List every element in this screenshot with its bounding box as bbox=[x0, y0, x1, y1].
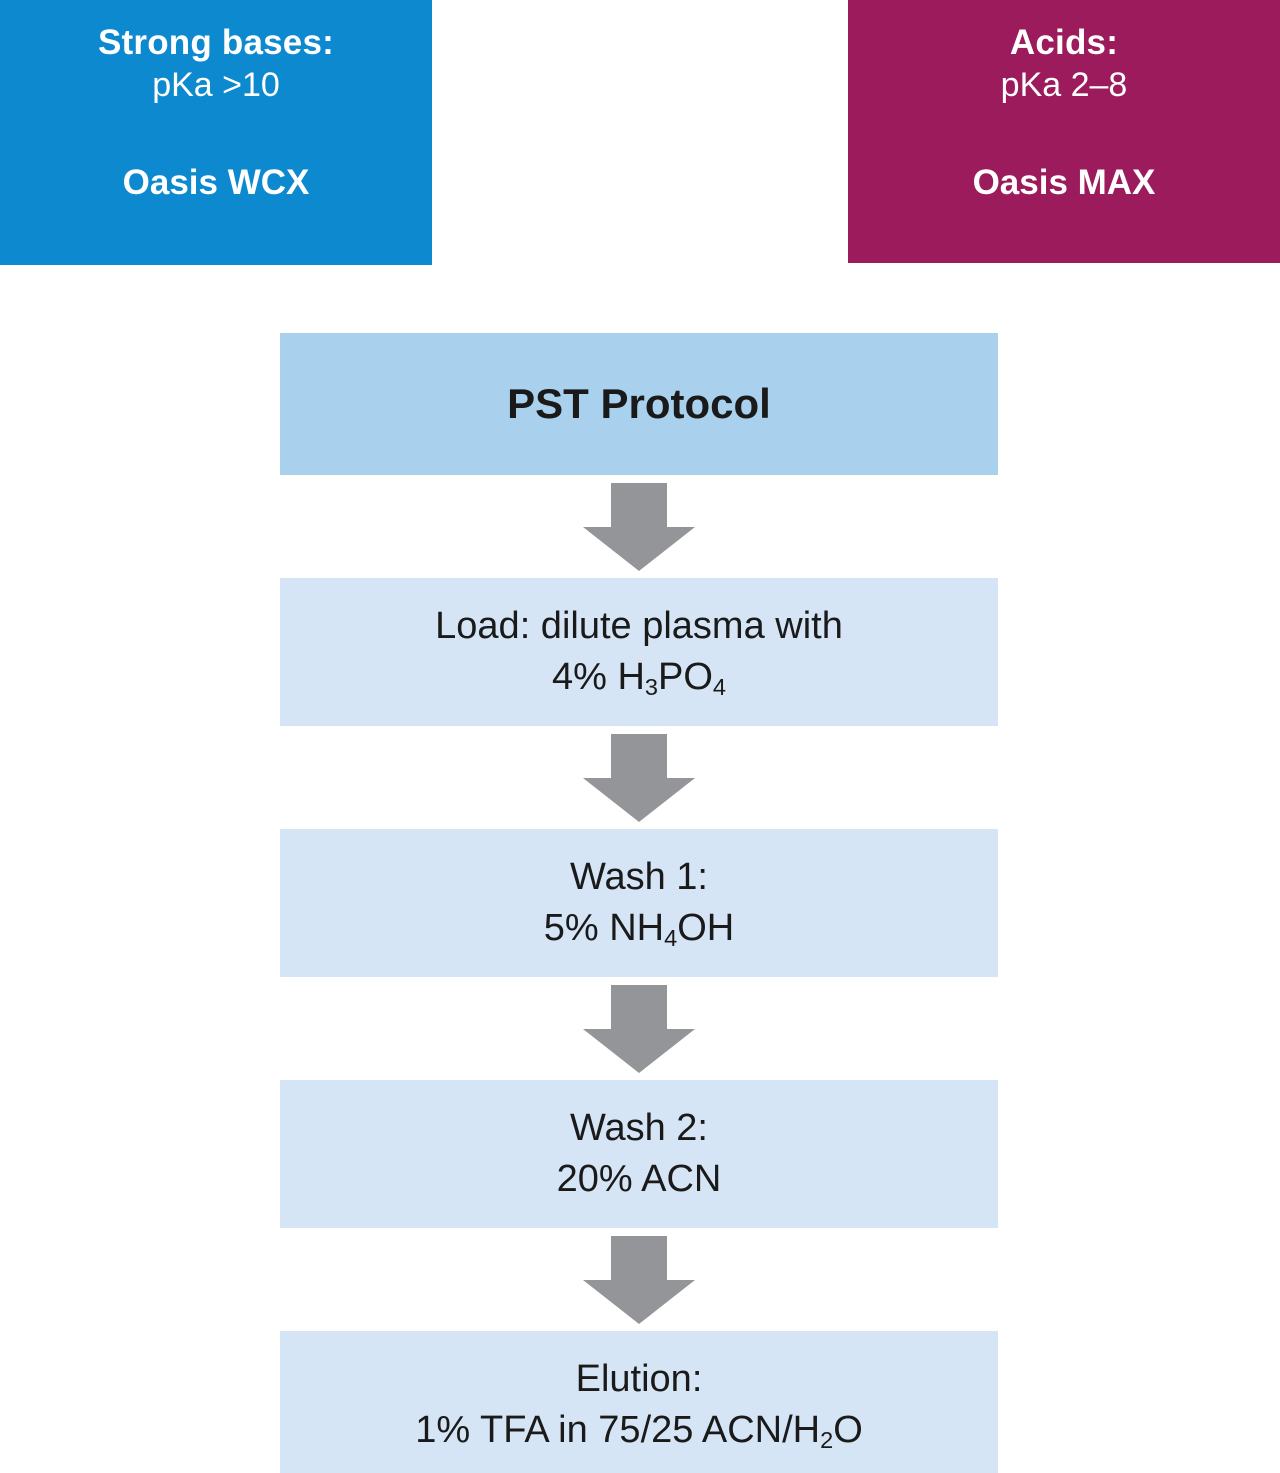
category-title-acids: Acids: bbox=[1009, 23, 1119, 62]
protocol-step-elution: Elution: 1% TFA in 75/25 ACN/H2O bbox=[280, 1331, 998, 1473]
category-product-acids: Oasis MAX bbox=[972, 163, 1156, 203]
protocol-step-wash-1: Wash 1: 5% NH4OH bbox=[280, 829, 998, 977]
protocol-step-elution-line1: Elution: bbox=[575, 1358, 703, 1401]
protocol-step-load-line2: 4% H3PO4 bbox=[551, 656, 727, 701]
category-pka-acids: pKa 2–8 bbox=[1000, 66, 1128, 105]
arrow-down-icon bbox=[583, 482, 695, 571]
protocol-step-elution-line2: 1% TFA in 75/25 ACN/H2O bbox=[415, 1409, 863, 1454]
flow-arrow-1 bbox=[280, 475, 998, 578]
category-title-strong-bases: Strong bases: bbox=[98, 23, 334, 62]
protocol-header-label: PST Protocol bbox=[507, 379, 771, 427]
protocol-step-wash-2-line1: Wash 2: bbox=[570, 1107, 708, 1150]
flow-arrow-3 bbox=[280, 977, 998, 1080]
category-card-strong-bases: Strong bases: pKa >10 Oasis WCX bbox=[0, 0, 432, 265]
flow-arrow-2 bbox=[280, 726, 998, 829]
protocol-step-load: Load: dilute plasma with 4% H3PO4 bbox=[280, 578, 998, 726]
protocol-step-wash-1-line1: Wash 1: bbox=[570, 856, 708, 899]
arrow-down-icon bbox=[583, 733, 695, 822]
protocol-step-wash-2-line2: 20% ACN bbox=[556, 1158, 722, 1200]
flow-arrow-4 bbox=[280, 1228, 998, 1331]
category-card-acids: Acids: pKa 2–8 Oasis MAX bbox=[848, 0, 1280, 263]
protocol-step-wash-1-line2: 5% NH4OH bbox=[543, 907, 735, 952]
protocol-header-box: PST Protocol bbox=[280, 333, 998, 475]
protocol-step-load-line1: Load: dilute plasma with bbox=[435, 605, 843, 648]
category-product-strong-bases: Oasis WCX bbox=[122, 163, 310, 203]
category-pka-strong-bases: pKa >10 bbox=[152, 66, 280, 105]
protocol-flowchart: PST Protocol Load: dilute plasma with 4%… bbox=[280, 333, 998, 1473]
protocol-step-wash-2: Wash 2: 20% ACN bbox=[280, 1080, 998, 1228]
arrow-down-icon bbox=[583, 984, 695, 1073]
arrow-down-icon bbox=[583, 1235, 695, 1324]
